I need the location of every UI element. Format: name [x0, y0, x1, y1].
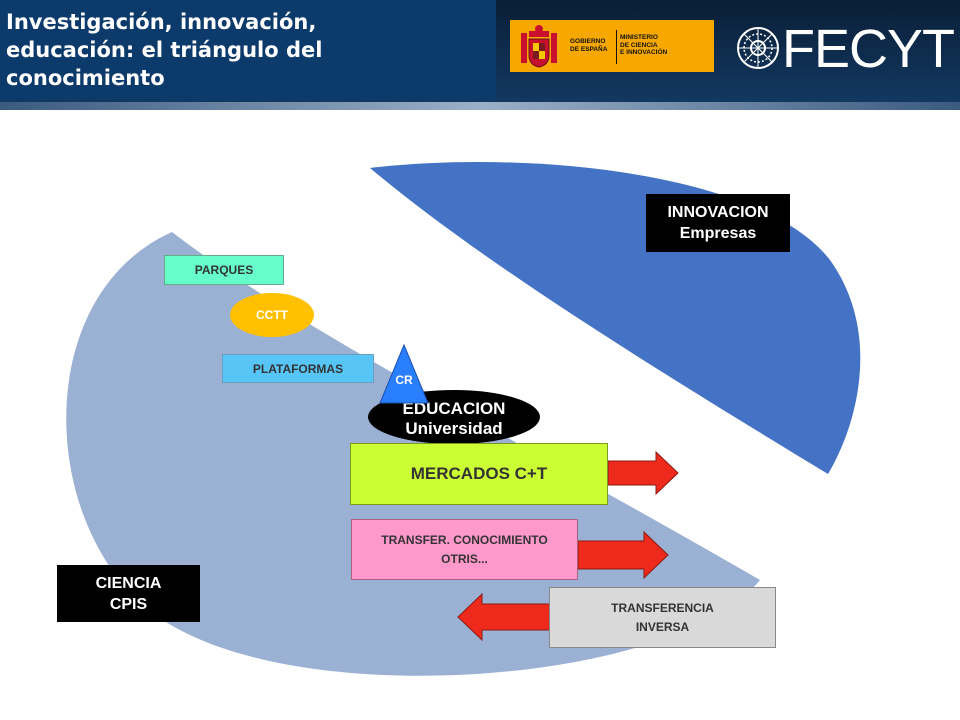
- gobierno-logo: GOBIERNO DE ESPAÑA MINISTERIO DE CIENCIA…: [510, 20, 714, 72]
- plataformas-label: PLATAFORMAS: [252, 361, 344, 376]
- mercados-box: MERCADOS C+T: [350, 443, 608, 505]
- logo-divider: [616, 30, 617, 64]
- transferencia-inversa-title: TRANSFERENCIA: [611, 600, 714, 615]
- innovacion-subtitle: Empresas: [679, 225, 757, 242]
- coat-of-arms-icon: [521, 25, 557, 68]
- transfer-arrow: [577, 530, 669, 580]
- ciencia-label: CIENCIA CPIS: [57, 565, 200, 622]
- gov-text-line: E INNOVACIÓN: [620, 49, 668, 56]
- gov-text-line: DE CIENCIA: [620, 41, 658, 49]
- title-line: educación: el triángulo del: [6, 38, 323, 62]
- cctt-oval: CCTT: [230, 293, 314, 337]
- cr-triangle: [379, 344, 429, 404]
- innovacion-label: INNOVACION Empresas: [646, 194, 790, 252]
- gov-text-line: DE ESPAÑA: [570, 45, 608, 53]
- cctt-label: CCTT: [256, 308, 288, 322]
- parques-label: PARQUES: [194, 263, 254, 277]
- gov-text-line: GOBIERNO: [570, 38, 606, 45]
- mercados-label: MERCADOS C+T: [410, 464, 548, 483]
- fecyt-logo: FECYT: [782, 19, 955, 79]
- transfer-conocimiento-subtitle: OTRIS...: [441, 551, 488, 566]
- gov-text-line: MINISTERIO: [620, 34, 658, 41]
- transfer-conocimiento-box: TRANSFER. CONOCIMIENTO OTRIS...: [351, 519, 578, 580]
- educacion-subtitle: Universidad: [405, 419, 503, 438]
- transferencia-inversa-box: TRANSFERENCIA INVERSA: [549, 587, 776, 648]
- cr-label: CR: [395, 373, 413, 387]
- transfer-conocimiento-title: TRANSFER. CONOCIMIENTO: [381, 532, 548, 547]
- cr-label-box: CR: [384, 370, 424, 390]
- plataformas-box: PLATAFORMAS: [222, 354, 374, 383]
- innovacion-title: INNOVACION: [667, 204, 769, 221]
- inversa-arrow: [457, 592, 551, 642]
- page-title: Investigación, innovación, educación: el…: [6, 8, 486, 92]
- header-divider: [0, 102, 960, 110]
- educacion-label: EDUCACION Universidad: [370, 398, 538, 440]
- title-panel: Investigación, innovación, educación: el…: [0, 0, 496, 100]
- fecyt-emblem-icon: [737, 27, 779, 69]
- title-line: Investigación, innovación,: [6, 10, 317, 34]
- ciencia-subtitle: CPIS: [109, 595, 148, 613]
- ciencia-title: CIENCIA: [95, 574, 162, 592]
- educacion-title: EDUCACION: [402, 399, 506, 418]
- transferencia-inversa-subtitle: INVERSA: [635, 619, 690, 634]
- title-line: conocimiento: [6, 66, 165, 90]
- mercados-arrow: [607, 450, 679, 496]
- parques-box: PARQUES: [164, 255, 284, 285]
